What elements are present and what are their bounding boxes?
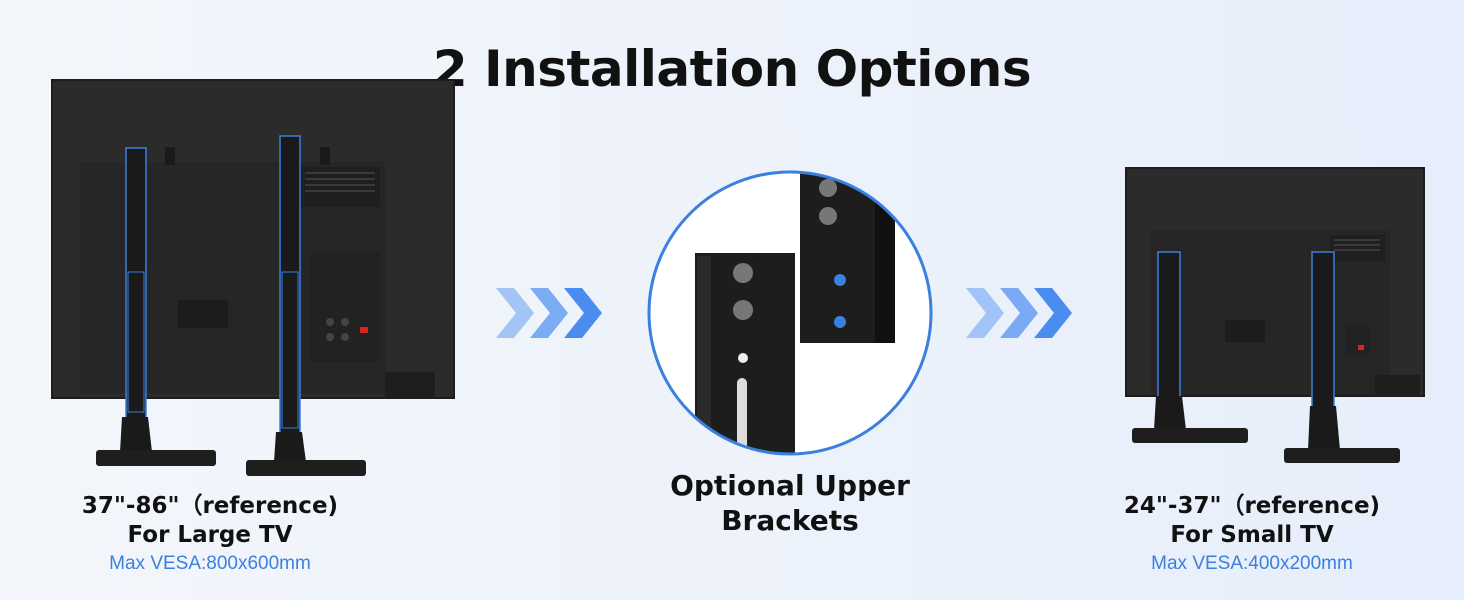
upper-bracket-caption-line1: Optional Upper xyxy=(670,469,910,502)
left-stand-post xyxy=(96,147,216,466)
large-tv-caption: 37"-86"（reference) For Large TV Max VESA… xyxy=(60,492,360,577)
small-tv-caption: 24"-37"（reference) For Small TV Max VESA… xyxy=(1102,492,1402,577)
small-left-stand-post xyxy=(1132,251,1248,443)
large-tv-type: For Large TV xyxy=(127,522,293,548)
chevron-right-icon xyxy=(496,288,602,338)
small-tv-type: For Small TV xyxy=(1170,522,1334,548)
large-tv-vesa: Max VESA:800x600mm xyxy=(109,553,311,574)
small-tv-vesa: Max VESA:400x200mm xyxy=(1151,553,1353,574)
upper-bracket-detail xyxy=(647,170,933,456)
large-tv-illustration xyxy=(51,79,455,476)
right-stand-post xyxy=(246,135,366,476)
small-right-stand-post xyxy=(1284,251,1400,463)
upper-bracket-caption-line2: Brackets xyxy=(721,504,859,537)
small-tv-illustration xyxy=(1125,167,1425,463)
page-title: 2 Installation Options xyxy=(432,40,1032,98)
upper-bracket-caption: Optional Upper Brackets xyxy=(640,468,940,538)
large-tv-size-range: 37"-86"（reference) xyxy=(81,493,339,519)
chevron-right-icon xyxy=(966,288,1072,338)
small-tv-size-range: 24"-37"（reference) xyxy=(1123,493,1381,519)
